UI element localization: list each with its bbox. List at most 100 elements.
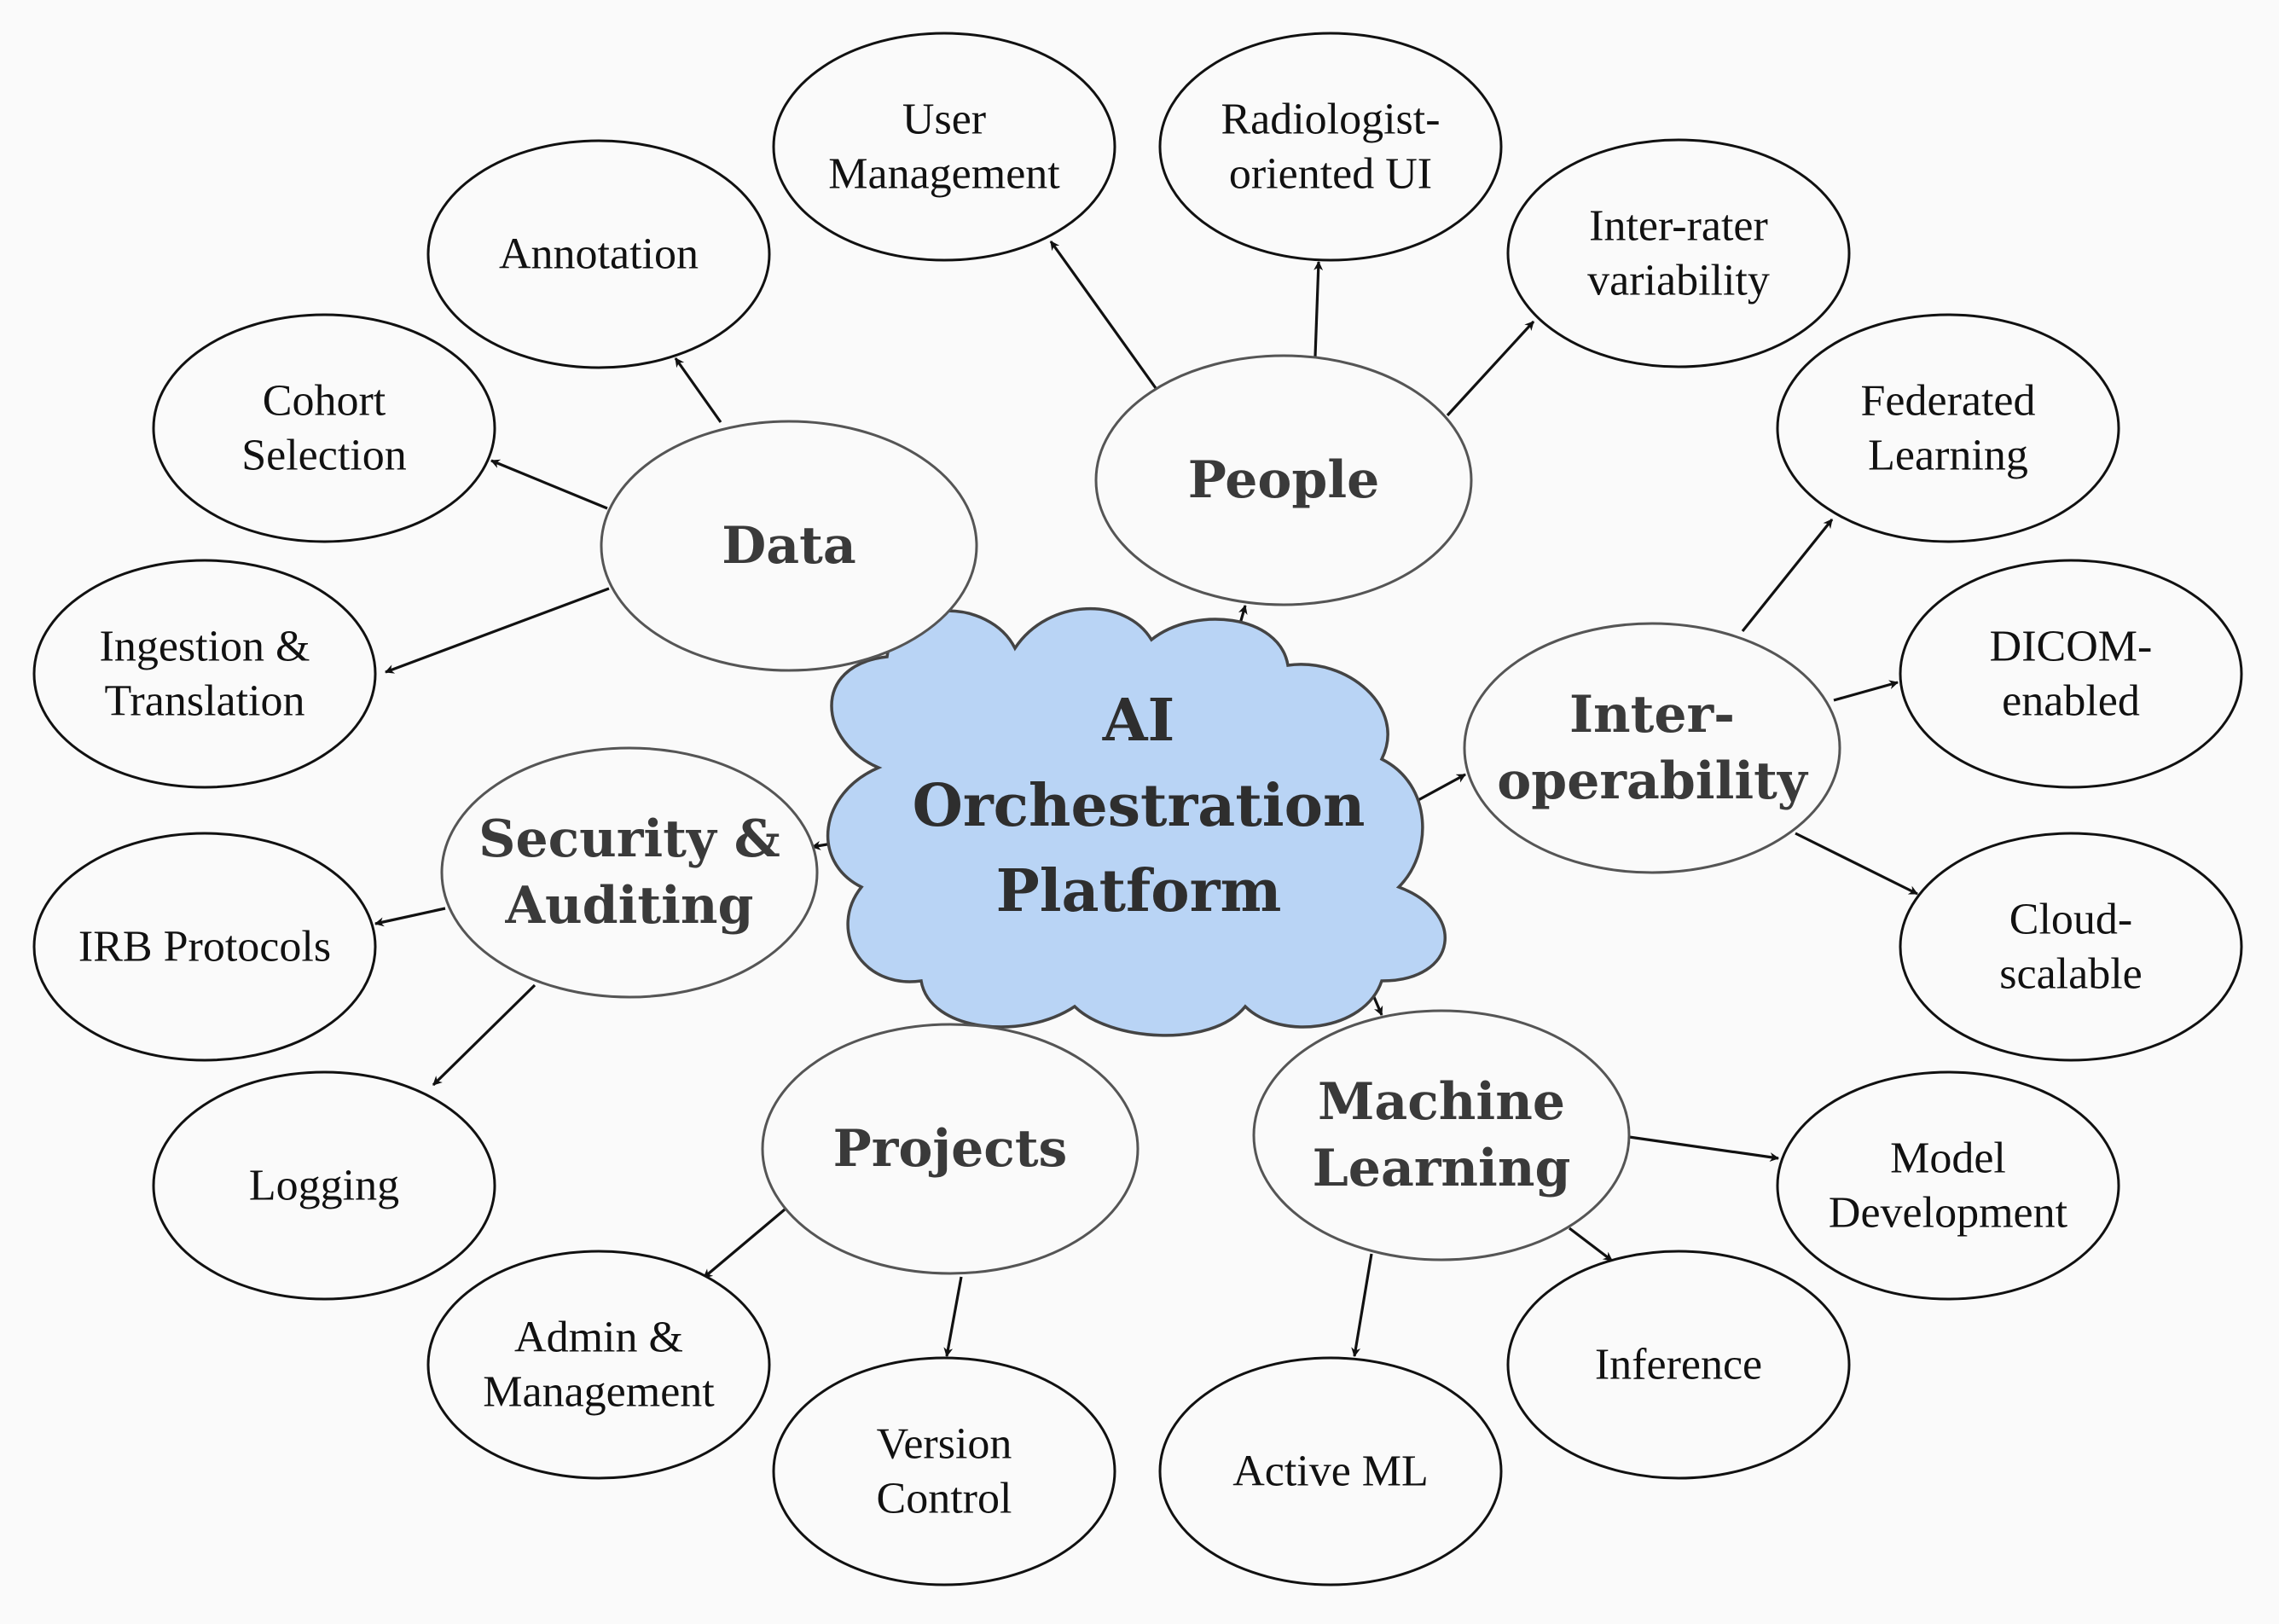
leaf-usermgmt-label-line-1: User — [902, 96, 986, 144]
center-label-line-1: AI — [1102, 687, 1175, 755]
leaf-node-dicom: DICOM-enabled — [1899, 559, 2243, 789]
leaf-node-interrater: Inter-rater variability — [1506, 138, 1851, 368]
leaf-ellipse — [1776, 1070, 2120, 1301]
leaf-interrater-label-line-1: Inter-rater — [1589, 202, 1768, 251]
arrow-projects-to-version — [943, 1276, 963, 1358]
arrow-security-to-irb — [374, 907, 446, 927]
arrow-ml-to-inference — [1569, 1227, 1613, 1262]
leaf-annotation-label-line-1: Annotation — [499, 230, 699, 279]
leaf-node-logging: Logging — [152, 1070, 496, 1301]
category-node-projects: Projects — [761, 1023, 1140, 1275]
leaf-ellipse — [1899, 559, 2243, 789]
leaf-radui-label-line-1: Radiologist- — [1221, 96, 1440, 144]
category-ellipse — [761, 1023, 1140, 1275]
leaf-ellipse — [152, 1070, 496, 1301]
category-interop-label-line-1: Inter- — [1569, 685, 1735, 745]
leaf-ellipse — [426, 139, 771, 369]
leaf-cloud-label-line-1: Cloud- — [2009, 896, 2132, 944]
category-node-people: People — [1094, 354, 1473, 606]
leaf-modeldev-label-line-1: Model — [1890, 1134, 2006, 1183]
leaf-node-irb: IRB Protocols — [32, 832, 377, 1062]
leaf-ellipse — [426, 1250, 771, 1480]
leaf-ellipse — [32, 832, 377, 1062]
arrow-data-to-cohort — [490, 459, 608, 510]
category-ellipse — [600, 420, 978, 672]
leaf-version-label-line-2: Control — [877, 1475, 1012, 1523]
arrow-interop-to-dicom — [1833, 680, 1899, 702]
leaf-ingestion-label-line-2: Translation — [105, 677, 305, 726]
category-node-data: Data — [600, 420, 978, 672]
category-ellipse — [440, 746, 819, 999]
arrow-data-to-ingestion — [384, 587, 610, 674]
leaf-logging-label-line-1: Logging — [249, 1162, 399, 1210]
category-ellipse — [1094, 354, 1473, 606]
leaf-admin-label-line-1: Admin & — [514, 1314, 683, 1362]
category-ellipse — [1463, 622, 1841, 874]
category-data-label-line-1: Data — [722, 516, 856, 576]
leaf-node-admin: Admin & Management — [426, 1250, 771, 1480]
arrow-interop-to-cloud — [1795, 832, 1918, 896]
leaf-node-activeml: Active ML — [1158, 1356, 1503, 1586]
leaf-node-radui: Radiologist-oriented UI — [1158, 32, 1503, 262]
leaf-ingestion-label-line-1: Ingestion & — [100, 623, 310, 671]
leaf-cloud-label-line-2: scalable — [1999, 950, 2142, 999]
leaf-cohort-label-line-1: Cohort — [263, 377, 386, 426]
leaf-federated-label-line-1: Federated — [1860, 377, 2035, 426]
arrow-security-to-logging — [432, 983, 536, 1087]
leaf-node-ingestion: Ingestion & Translation — [32, 559, 377, 789]
center-label-line-3: Platform — [996, 857, 1282, 925]
leaf-ellipse — [1506, 1250, 1851, 1480]
leaf-ellipse — [772, 1356, 1116, 1586]
leaf-ellipse — [152, 313, 496, 543]
category-security-label-line-1: Security & — [478, 809, 780, 869]
category-projects-label-line-1: Projects — [833, 1119, 1068, 1179]
leaf-ellipse — [1776, 313, 2120, 543]
leaf-ellipse — [1158, 1356, 1503, 1586]
leaf-ellipse — [1899, 832, 2243, 1062]
leaf-dicom-label-line-1: DICOM- — [1990, 623, 2153, 671]
leaf-radui-label-line-2: oriented UI — [1229, 150, 1432, 199]
leaf-modeldev-label-line-2: Development — [1829, 1189, 2068, 1238]
leaf-ellipse — [32, 559, 377, 789]
leaf-inference-label-line-1: Inference — [1595, 1341, 1762, 1389]
arrow-data-to-annotation — [674, 357, 722, 423]
arrow-people-to-interrater — [1446, 320, 1535, 417]
leaf-dicom-label-line-2: enabled — [2002, 677, 2140, 726]
category-interop-label-line-2: operability — [1497, 751, 1809, 811]
leaf-activeml-label-line-1: Active ML — [1232, 1447, 1429, 1496]
category-node-security: Security & Auditing — [440, 746, 819, 999]
category-node-interop: Inter-operability — [1463, 622, 1841, 874]
category-security-label-line-2: Auditing — [504, 876, 753, 936]
arrow-ml-to-activeml — [1351, 1253, 1373, 1358]
leaf-node-annotation: Annotation — [426, 139, 771, 369]
category-people-label-line-1: People — [1188, 450, 1380, 510]
leaf-usermgmt-label-line-2: Management — [828, 150, 1060, 199]
arrow-people-to-radui — [1313, 260, 1324, 357]
arrow-projects-to-admin — [702, 1208, 786, 1279]
arrow-people-to-usermgmt — [1049, 241, 1157, 389]
leaf-federated-label-line-2: Learning — [1868, 432, 2028, 480]
leaf-node-inference: Inference — [1506, 1250, 1851, 1480]
leaf-interrater-label-line-2: variability — [1587, 257, 1770, 305]
leaf-ellipse — [1158, 32, 1503, 262]
arrow-ml-to-modeldev — [1628, 1135, 1780, 1163]
category-ellipse — [1252, 1009, 1631, 1262]
category-ml-label-line-2: Learning — [1313, 1139, 1571, 1198]
cloud-shape — [826, 606, 1447, 1037]
leaf-ellipse — [1506, 138, 1851, 368]
leaf-irb-label-line-1: IRB Protocols — [78, 923, 331, 972]
center-label-line-2: Orchestration — [913, 772, 1366, 840]
arrow-interop-to-federated — [1741, 518, 1834, 633]
leaf-node-cloud: Cloud-scalable — [1899, 832, 2243, 1062]
leaf-version-label-line-1: Version — [877, 1420, 1012, 1469]
leaf-admin-label-line-2: Management — [483, 1368, 715, 1417]
leaf-cohort-label-line-2: Selection — [241, 432, 407, 480]
